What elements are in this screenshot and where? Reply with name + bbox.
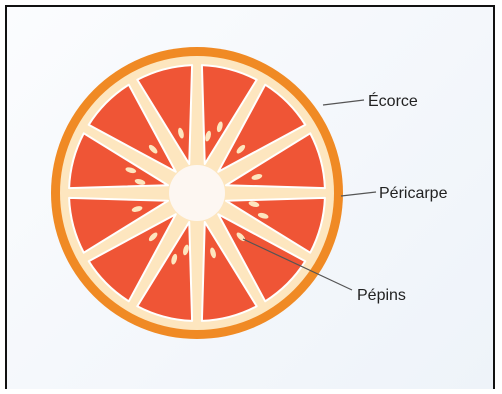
label-ecorce: Écorce [368, 91, 418, 110]
core [169, 165, 225, 221]
label-pepins: Pépins [357, 287, 406, 304]
leader-pericarpe [341, 192, 376, 196]
leader-ecorce [323, 100, 364, 105]
label-pericarpe: Péricarpe [379, 185, 448, 202]
